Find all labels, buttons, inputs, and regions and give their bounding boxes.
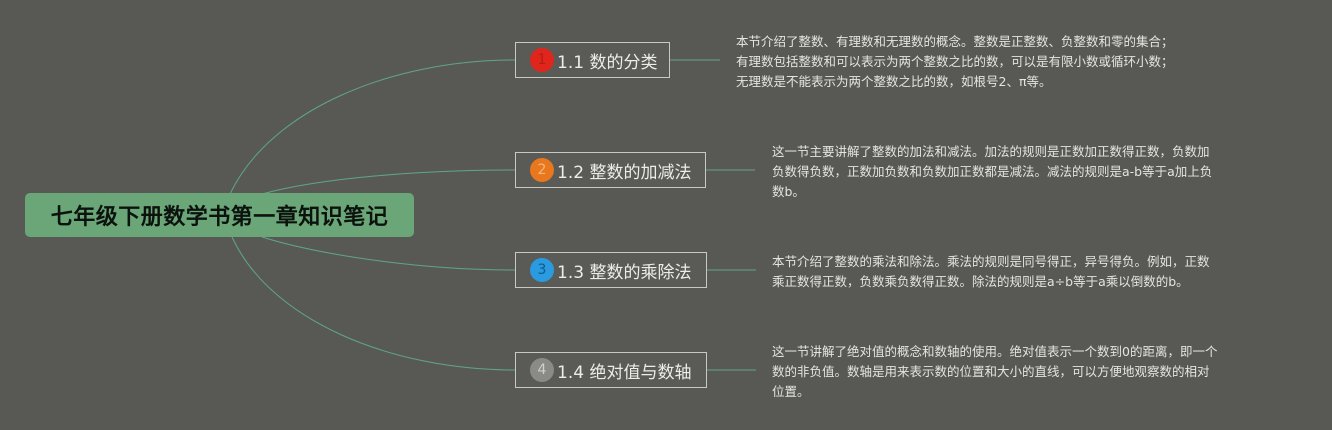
topic-note-2: 这一节主要讲解了整数的加法和减法。加法的规则是正数加正数得正数，负数加 负数得负… [772,144,1213,199]
topic-node-4[interactable]: 4 1.4 绝对值与数轴 [515,352,707,388]
topic-note-3: 本节介绍了整数的乘法和除法。乘法的规则是同号得正，异号得负。例如，正数 乘正数得… [772,254,1210,289]
topic-label-1: 1.1 数的分类 [557,52,658,73]
topic-label-4: 1.4 绝对值与数轴 [557,362,692,383]
topic-label-2: 1.2 整数的加减法 [557,162,692,183]
topic-label-3: 1.3 整数的乘除法 [557,262,692,283]
topic-note-1: 本节介绍了整数、有理数和无理数的概念。整数是正整数、负整数和零的集合； 有理数包… [736,34,1174,89]
topic-note-4: 这一节讲解了绝对值的概念和数轴的使用。绝对值表示一个数到0的距离，即一个 数的非… [772,344,1218,399]
topic-node-1[interactable]: 1 1.1 数的分类 [515,42,670,78]
branch-line-1 [229,59,516,195]
topic-node-2[interactable]: 2 1.2 整数的加减法 [515,152,706,188]
branch-line-2 [261,169,516,195]
root-node-title[interactable]: 七年级下册数学书第一章知识笔记 [25,193,414,237]
branch-line-4 [231,236,516,371]
branch-line-3 [261,236,516,271]
topic-number-badge-3: 3 [530,258,554,282]
topic-number-badge-4: 4 [530,358,554,382]
topic-number-badge-2: 2 [530,158,554,182]
topic-node-3[interactable]: 3 1.3 整数的乘除法 [515,252,707,288]
topic-number-badge-1: 1 [530,48,554,72]
